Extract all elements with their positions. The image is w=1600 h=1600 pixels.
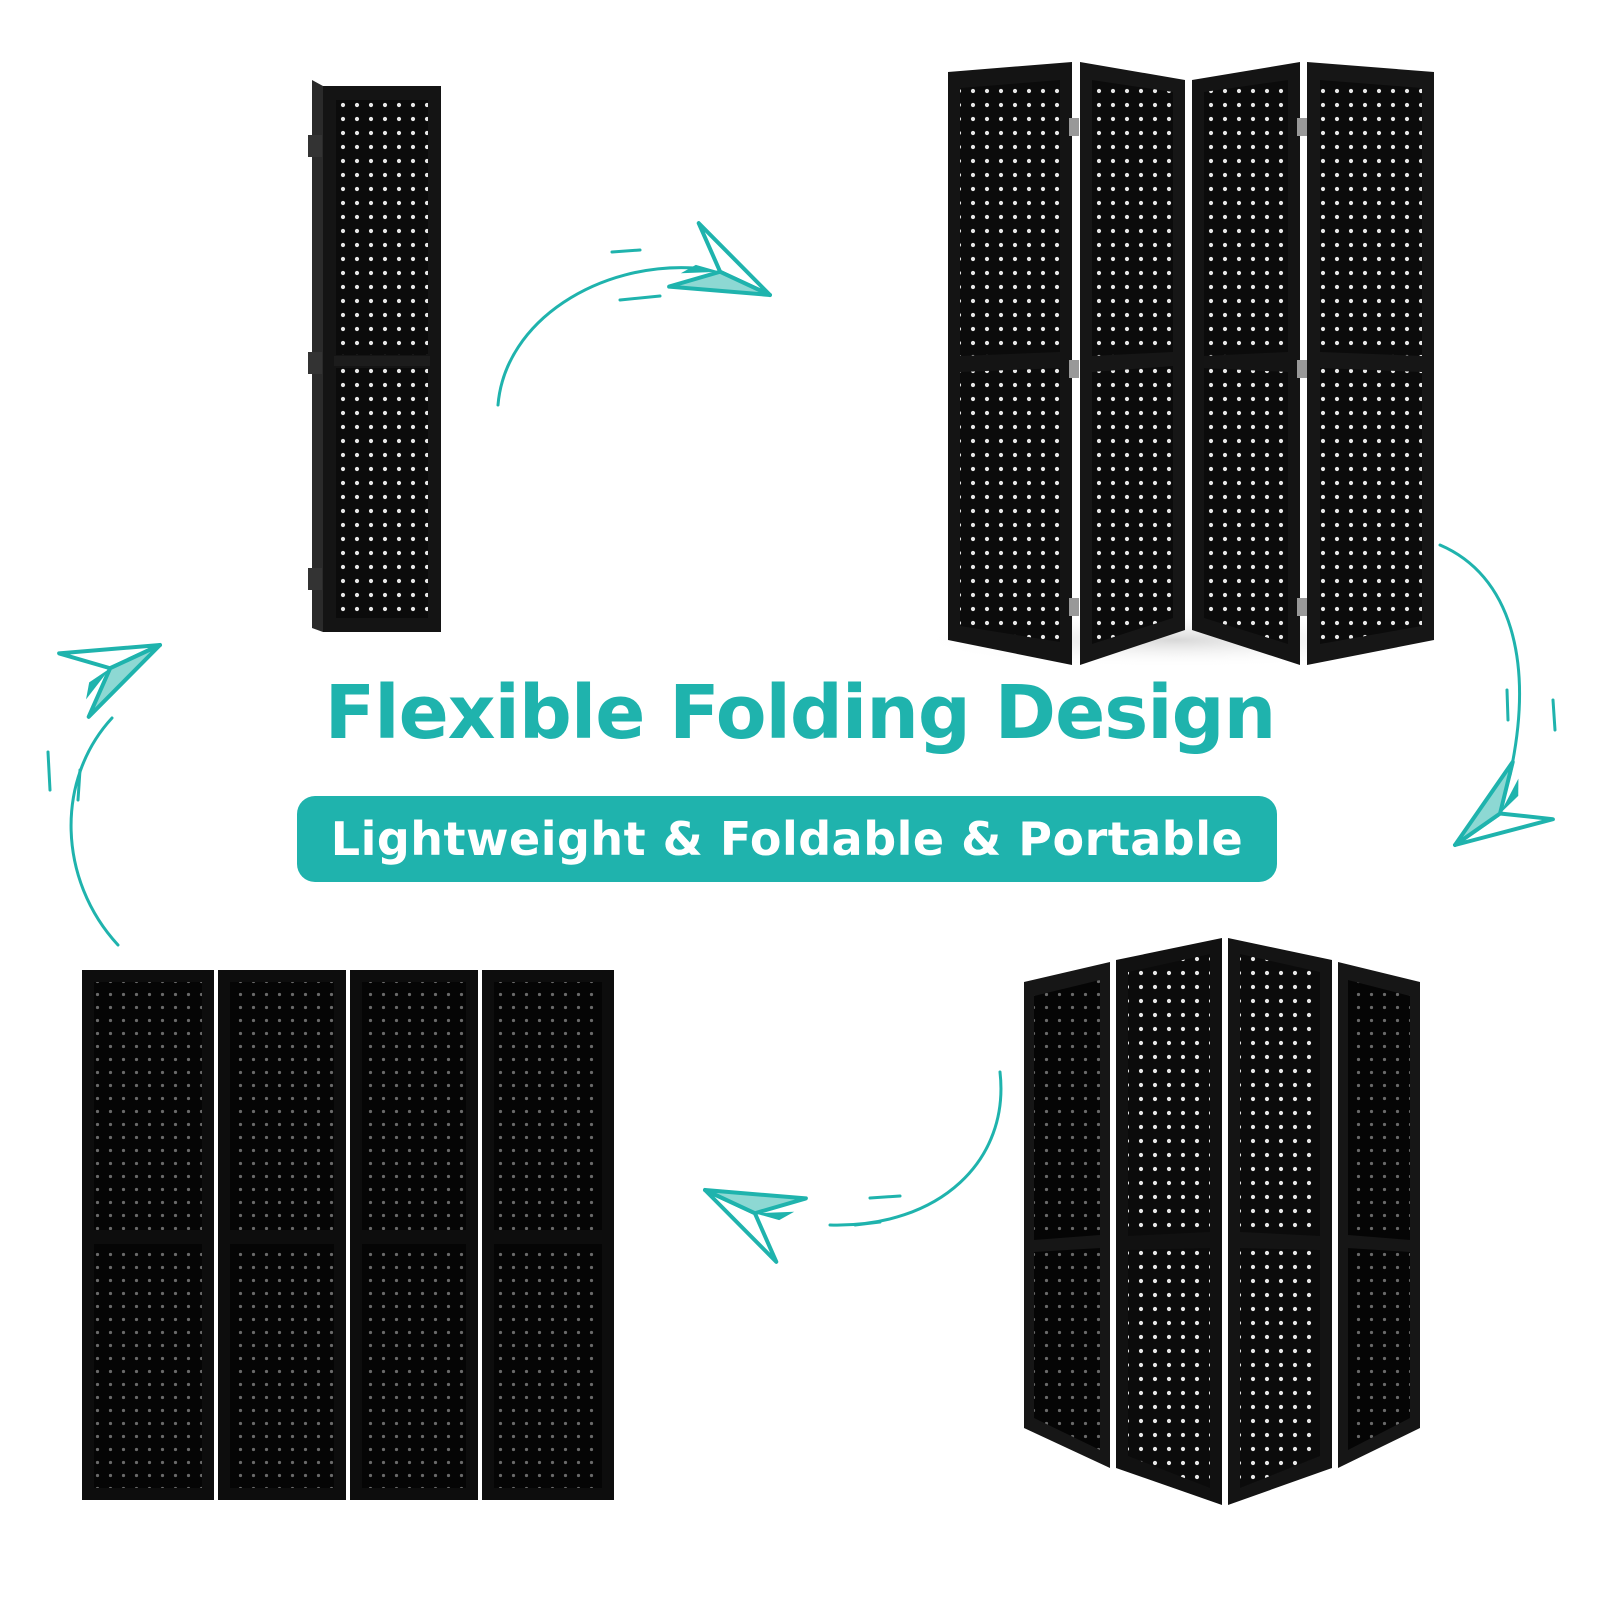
paper-plane-icon — [57, 643, 162, 719]
zigzag-screen — [915, 62, 1435, 668]
tagline-banner: Lightweight & Foldable & Portable — [297, 796, 1277, 882]
flat-screen — [82, 970, 614, 1500]
corner-screen — [1024, 938, 1420, 1505]
tagline-text: Lightweight & Foldable & Portable — [330, 812, 1244, 866]
curved-motion-arrow-icon — [69, 716, 120, 947]
curved-motion-arrow-icon — [496, 266, 697, 407]
curved-motion-arrow-icon — [1438, 543, 1521, 777]
paper-plane-icon — [667, 221, 772, 297]
paper-plane-icon — [1453, 759, 1555, 847]
curved-motion-arrow-icon — [828, 1070, 1003, 1227]
paper-plane-icon — [703, 1188, 808, 1264]
folded-screen — [308, 80, 441, 632]
